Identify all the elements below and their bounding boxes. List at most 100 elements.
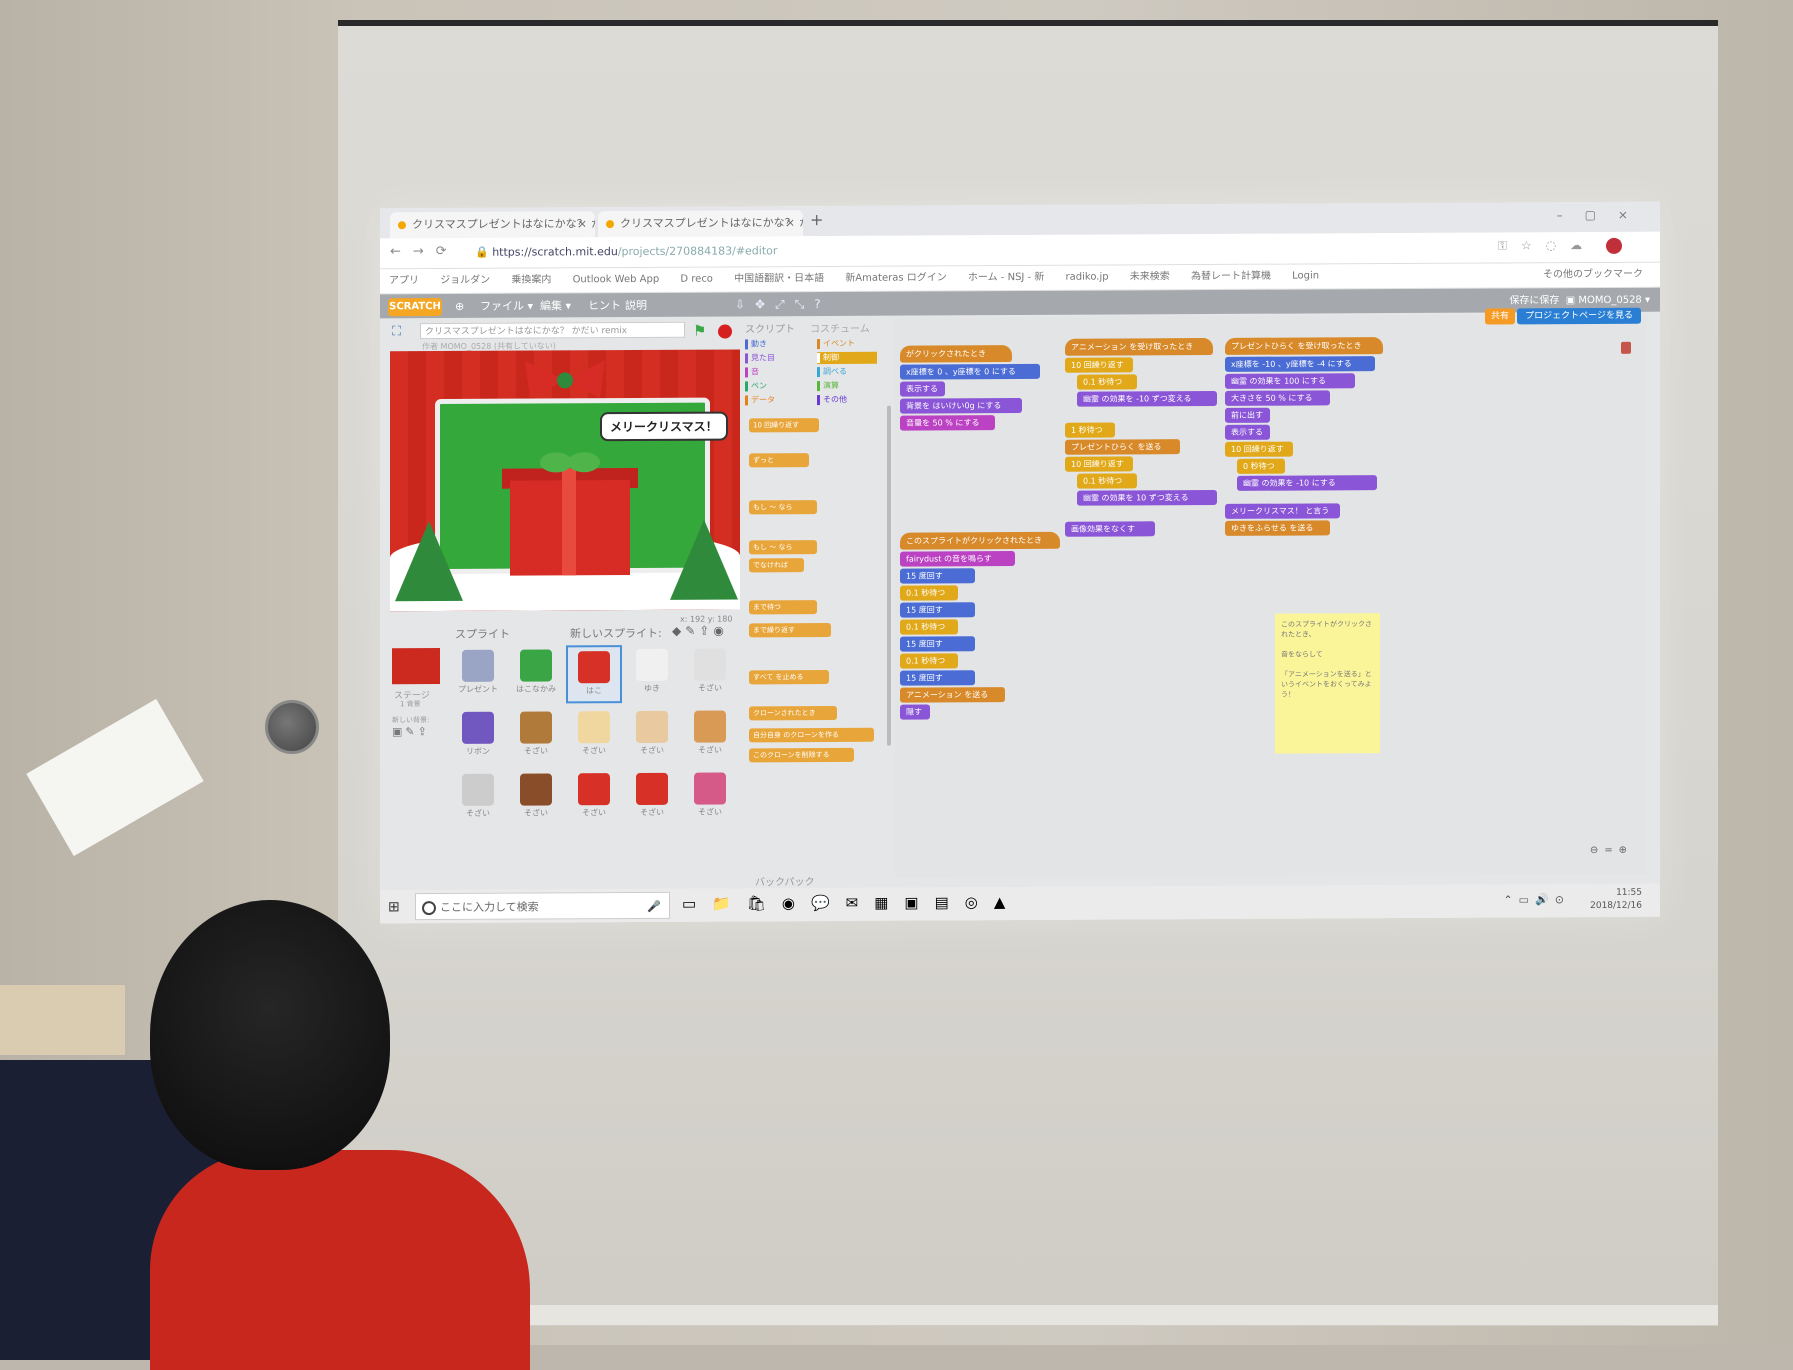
sprite-tile[interactable]: そざい bbox=[450, 770, 506, 828]
other-bookmarks[interactable]: その他のブックマーク bbox=[1543, 268, 1643, 281]
script2-block[interactable]: 1 秒待つ bbox=[1065, 422, 1115, 438]
palette-block-create-clone[interactable]: 自分自身 のクローンを作る bbox=[749, 727, 874, 743]
category-sensing[interactable]: 調べる bbox=[817, 366, 877, 378]
palette-block-wait-until[interactable]: まで待つ bbox=[749, 600, 817, 615]
script4-block[interactable]: 15 度回す bbox=[900, 568, 975, 584]
category-events[interactable]: イベント bbox=[817, 338, 877, 350]
script4-block[interactable]: 15 度回す bbox=[900, 670, 975, 686]
tab-costumes[interactable]: コスチューム bbox=[810, 323, 870, 336]
bookmark-item[interactable]: 新Amateras ログイン bbox=[845, 272, 947, 284]
palette-block-if[interactable]: もし 〜 なら bbox=[749, 500, 817, 515]
nav-buttons[interactable]: ←→⟳ bbox=[390, 243, 459, 260]
green-flag-icon[interactable]: ⚑ bbox=[693, 321, 707, 340]
sprite-tile[interactable]: ゆき bbox=[624, 645, 680, 703]
menu-file[interactable]: ファイル ▾ bbox=[480, 299, 534, 313]
script4-hat[interactable]: このスプライトがクリックされたとき bbox=[900, 531, 1060, 550]
bookmark-item[interactable]: ホーム - NSJ - 新 bbox=[967, 271, 1045, 284]
window-controls[interactable]: –▢× bbox=[1556, 207, 1650, 223]
bookmark-item[interactable]: アプリ bbox=[389, 275, 419, 287]
stage-thumbnail[interactable] bbox=[392, 648, 440, 685]
bookmark-item[interactable]: 為替レート計算機 bbox=[1190, 270, 1271, 283]
edit-tools[interactable]: ⇩✥⤢⤡? bbox=[735, 296, 831, 312]
script1-block[interactable]: x座標を 0 、y座標を 0 にする bbox=[900, 363, 1040, 380]
script3-block[interactable]: 表示する bbox=[1225, 424, 1270, 440]
script3-block[interactable]: 10 回繰り返す bbox=[1225, 441, 1293, 457]
taskbar-app-icons[interactable]: ▭📁🛍◉💬✉▦▣▤◎▲ bbox=[682, 892, 1022, 913]
category-sound[interactable]: 音 bbox=[745, 366, 805, 378]
scratch-logo[interactable]: SCRATCH bbox=[388, 298, 442, 317]
script1-block[interactable]: 背景を はいけい0g にする bbox=[900, 397, 1022, 414]
sprite-tile[interactable]: そざい bbox=[566, 769, 622, 827]
script3-block[interactable]: 大きさを 50 % にする bbox=[1225, 390, 1330, 406]
category-motion[interactable]: 動き bbox=[745, 338, 805, 350]
bookmark-item[interactable]: 中国語翻訳・日本語 bbox=[734, 273, 825, 285]
script4-block[interactable]: 0.1 秒待つ bbox=[900, 653, 958, 669]
script2-block[interactable]: 画像効果をなくす bbox=[1065, 521, 1155, 537]
script4-block[interactable]: 0.1 秒待つ bbox=[900, 585, 958, 601]
taskbar-search[interactable]: ここに入力して検索 🎤 bbox=[415, 891, 670, 921]
new-sprite-tools[interactable]: ◆✎⇪◉ bbox=[672, 623, 728, 638]
new-tab-button[interactable]: + bbox=[810, 210, 824, 230]
palette-block-repeat[interactable]: 10 回繰り返す bbox=[749, 418, 819, 433]
sprite-tile[interactable]: リボン bbox=[450, 708, 506, 766]
close-icon[interactable]: × bbox=[577, 217, 587, 231]
category-looks[interactable]: 見た目 bbox=[745, 352, 805, 364]
script3-block[interactable]: 幽霊 の効果を -10 にする bbox=[1237, 475, 1377, 491]
sprite-tile[interactable]: そざい bbox=[624, 707, 680, 765]
sprite-tile[interactable]: そざい bbox=[682, 644, 738, 702]
sprite-tile[interactable]: そざい bbox=[682, 706, 738, 764]
palette-block-forever[interactable]: ずっと bbox=[749, 453, 809, 468]
new-backdrop-tools[interactable]: ▣✎⇪ bbox=[392, 725, 430, 739]
menu-about[interactable]: 説明 bbox=[625, 298, 647, 313]
stop-icon[interactable] bbox=[718, 324, 732, 339]
palette-block-stop[interactable]: すべて を止める bbox=[749, 670, 829, 685]
globe-icon[interactable]: ⊕ bbox=[455, 299, 465, 313]
sprite-tile[interactable]: はこなかみ bbox=[508, 645, 564, 703]
windows-start-icon[interactable]: ⊞ bbox=[388, 899, 400, 916]
system-tray-icons[interactable]: ⌃▭🔊⊙ bbox=[1503, 893, 1570, 907]
palette-block-else[interactable]: でなければ bbox=[749, 558, 804, 573]
bookmark-item[interactable]: 乗換案内 bbox=[511, 274, 552, 286]
script3-block[interactable]: x座標を -10 、y座標を -4 にする bbox=[1225, 356, 1375, 372]
tab-scripts[interactable]: スクリプト bbox=[745, 324, 795, 336]
bookmark-item[interactable]: ジョルダン bbox=[440, 274, 491, 287]
palette-block-if-else[interactable]: もし 〜 なら bbox=[749, 540, 817, 555]
sprite-tile[interactable]: そざい bbox=[566, 707, 622, 765]
bookmark-item[interactable]: 未来検索 bbox=[1129, 271, 1170, 283]
sprite-tile[interactable]: そざい bbox=[682, 768, 738, 826]
url-field[interactable]: 🔒 https://scratch.mit.edu/projects/27088… bbox=[475, 244, 778, 259]
script1-hat[interactable]: がクリックされたとき bbox=[900, 345, 1012, 363]
script1-block[interactable]: 音量を 50 % にする bbox=[900, 415, 995, 431]
bookmark-item[interactable]: D reco bbox=[680, 273, 713, 285]
script3-hat[interactable]: プレゼントひらく を受け取ったとき bbox=[1225, 337, 1383, 355]
close-icon[interactable]: × bbox=[785, 216, 795, 230]
script2-block[interactable]: 0.1 秒待つ bbox=[1077, 473, 1137, 489]
profile-avatar[interactable] bbox=[1606, 237, 1622, 254]
script2-block[interactable]: 幽霊 の効果を -10 ずつ変える bbox=[1077, 390, 1217, 407]
palette-scrollbar[interactable] bbox=[887, 405, 891, 746]
stage[interactable]: メリークリスマス！ bbox=[390, 349, 740, 612]
script2-hat[interactable]: アニメーション を受け取ったとき bbox=[1065, 337, 1213, 356]
category-data[interactable]: データ bbox=[745, 394, 805, 406]
script-comment[interactable]: このスプライトがクリックされたとき、 音をならして 「アニメーションを送る」とい… bbox=[1275, 613, 1380, 754]
palette-block-delete-clone[interactable]: このクローンを削除する bbox=[749, 747, 854, 763]
share-button[interactable]: 共有 bbox=[1484, 308, 1515, 325]
palette-block-repeat-until[interactable]: まで繰り返す bbox=[749, 622, 831, 638]
sprite-tile[interactable]: そざい bbox=[508, 769, 564, 827]
zoom-controls[interactable]: ⊖=⊕ bbox=[1589, 844, 1633, 857]
script2-block[interactable]: 幽霊 の効果を 10 ずつ変える bbox=[1077, 489, 1217, 506]
script4-block[interactable]: fairydust の音を鳴らす bbox=[900, 551, 1015, 567]
script3-block[interactable]: ゆきをふらせる を送る bbox=[1225, 520, 1330, 536]
sprite-tile-selected[interactable]: はこ bbox=[566, 645, 622, 704]
category-more[interactable]: その他 bbox=[817, 394, 877, 406]
script2-block[interactable]: 0.1 秒待つ bbox=[1077, 374, 1137, 390]
script2-block[interactable]: プレゼントひらく を送る bbox=[1065, 439, 1180, 455]
menu-edit[interactable]: 編集 ▾ bbox=[540, 299, 572, 313]
script3-block[interactable]: メリークリスマス！ と言う bbox=[1225, 503, 1340, 519]
category-pen[interactable]: ペン bbox=[745, 380, 805, 392]
sprite-tile[interactable]: そざい bbox=[624, 769, 680, 827]
script4-block[interactable]: 15 度回す bbox=[900, 602, 975, 618]
script2-block[interactable]: 10 回繰り返す bbox=[1065, 456, 1133, 472]
microphone-icon[interactable]: 🎤 bbox=[647, 899, 661, 913]
browser-tab-2[interactable]: クリスマスプレゼントはなにかな？ かだい × bbox=[598, 210, 803, 238]
